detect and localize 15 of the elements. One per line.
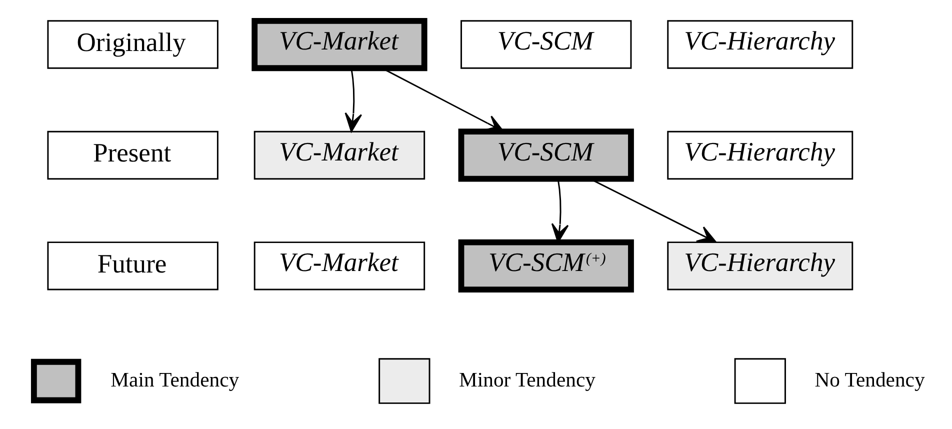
node-box: VC-SCM: [460, 20, 632, 68]
legend-label: Main Tendency: [110, 369, 240, 392]
node-box: Future: [47, 241, 218, 290]
node-box: VC-Market: [252, 17, 428, 71]
node-box: Originally: [47, 20, 218, 68]
node-box: VC-Market: [254, 130, 426, 180]
node-box: Present: [47, 130, 218, 180]
node-box: VC-Hierarchy: [667, 130, 854, 180]
node-box: VC-SCM$^{(+)}$: [458, 238, 634, 292]
node-box: VC-Hierarchy: [667, 20, 854, 68]
legend-label: No Tendency: [814, 369, 925, 392]
node-box: VC-Hierarchy: [667, 241, 854, 290]
node-box: VC-Market: [254, 241, 426, 290]
node-box: VC-SCM: [458, 128, 634, 182]
legend-label: Minor Tendency: [459, 369, 596, 392]
